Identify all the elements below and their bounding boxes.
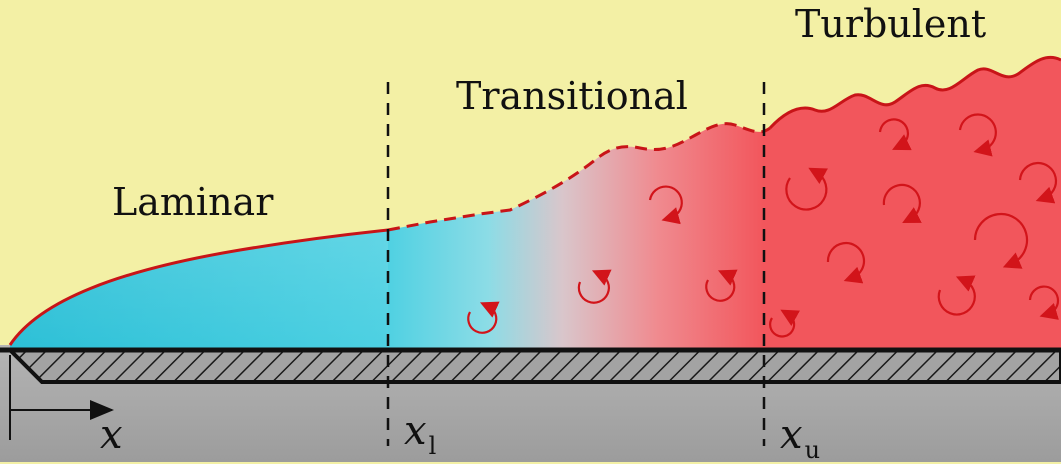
turbulent-edge-line — [768, 55, 1061, 130]
x1-subscript: l — [428, 432, 437, 460]
eddy-icon — [1018, 161, 1058, 204]
x1-label: xl — [404, 408, 436, 460]
laminar-label: Laminar — [112, 180, 274, 224]
eddy-icon — [973, 212, 1029, 269]
eddy-icon — [958, 113, 997, 157]
transitional-edge-line — [387, 122, 771, 232]
x1-symbol: x — [404, 408, 427, 454]
eddy-icon — [826, 242, 866, 284]
eddy-icon — [648, 185, 683, 225]
turbulent-label: Turbulent — [795, 2, 987, 46]
eddy-icon — [467, 301, 500, 334]
eddy-icon — [878, 118, 912, 151]
eddy-icon — [937, 275, 976, 316]
x-axis-label: x — [100, 412, 123, 458]
flat-plate — [0, 347, 1061, 384]
eddy-icon — [577, 269, 612, 304]
xu-label: xu — [780, 412, 820, 464]
eddy-icon — [785, 167, 828, 211]
eddy-group — [467, 113, 1060, 338]
eddy-icon — [882, 183, 922, 223]
xu-symbol: x — [780, 412, 803, 458]
eddy-icon — [705, 269, 738, 302]
eddy-icon — [769, 309, 800, 338]
xu-subscript: u — [804, 436, 821, 464]
laminar-edge-line — [8, 228, 389, 346]
transitional-label: Transitional — [456, 74, 688, 118]
x-axis-arrow — [9, 355, 114, 440]
eddy-icon — [1028, 285, 1060, 320]
